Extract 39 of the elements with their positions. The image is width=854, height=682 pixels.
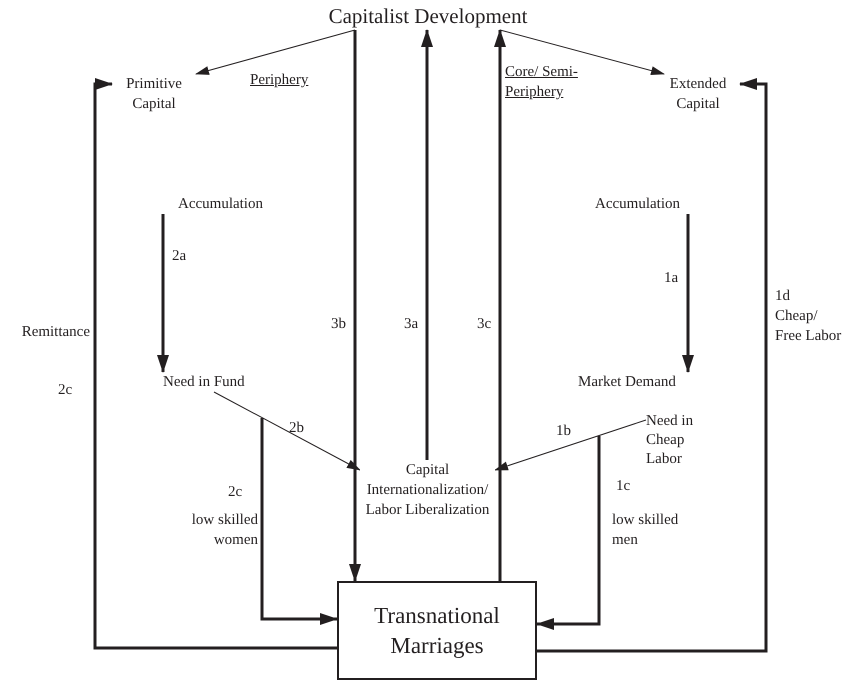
arrow xyxy=(494,29,506,581)
step-number: 2c xyxy=(58,381,72,400)
edge-label: 3c xyxy=(477,315,492,334)
arrow xyxy=(537,78,768,652)
node-text: Capitalist Development xyxy=(288,2,568,30)
node-text: Market Demand xyxy=(578,372,704,392)
edge-label: 1a xyxy=(664,269,680,288)
arrow xyxy=(214,392,361,470)
edge-label: 1b xyxy=(556,422,572,441)
edge-label: 2a xyxy=(172,247,188,266)
edge-label: 3b xyxy=(331,315,347,334)
arrow xyxy=(260,418,338,625)
edge-label: Remittance xyxy=(20,323,90,342)
node-text: Accumulation xyxy=(566,194,694,214)
step-number: 2c xyxy=(228,483,242,502)
edge-label: 2b xyxy=(289,419,305,438)
edge-label: low skilled women xyxy=(190,511,258,550)
arrow xyxy=(536,436,600,630)
edge-label: Core/ Semi-Periphery xyxy=(505,63,579,102)
arrow xyxy=(494,420,646,470)
process-box: Transnational Marriages xyxy=(337,581,537,680)
step-number: 1d xyxy=(775,287,790,306)
edge-label: 3a xyxy=(404,315,420,334)
node-text: Need in Cheap Labor xyxy=(646,412,712,470)
node-text: Extended Capital xyxy=(656,74,740,116)
edge-label: Cheap/ Free Labor xyxy=(775,307,842,346)
step-number: 1c xyxy=(616,477,630,496)
arrow xyxy=(421,29,433,460)
arrow xyxy=(157,214,169,373)
node-text: Accumulation xyxy=(158,194,282,214)
node-text: Need in Fund xyxy=(158,372,270,392)
arrow xyxy=(94,78,337,650)
arrow xyxy=(500,30,665,75)
arrow xyxy=(349,30,361,582)
edge-label: low skilled men xyxy=(612,511,680,550)
node-text: Primitive Capital xyxy=(112,74,196,116)
arrow xyxy=(682,214,694,373)
edge-label: Periphery xyxy=(250,71,310,90)
arrow xyxy=(195,30,356,75)
